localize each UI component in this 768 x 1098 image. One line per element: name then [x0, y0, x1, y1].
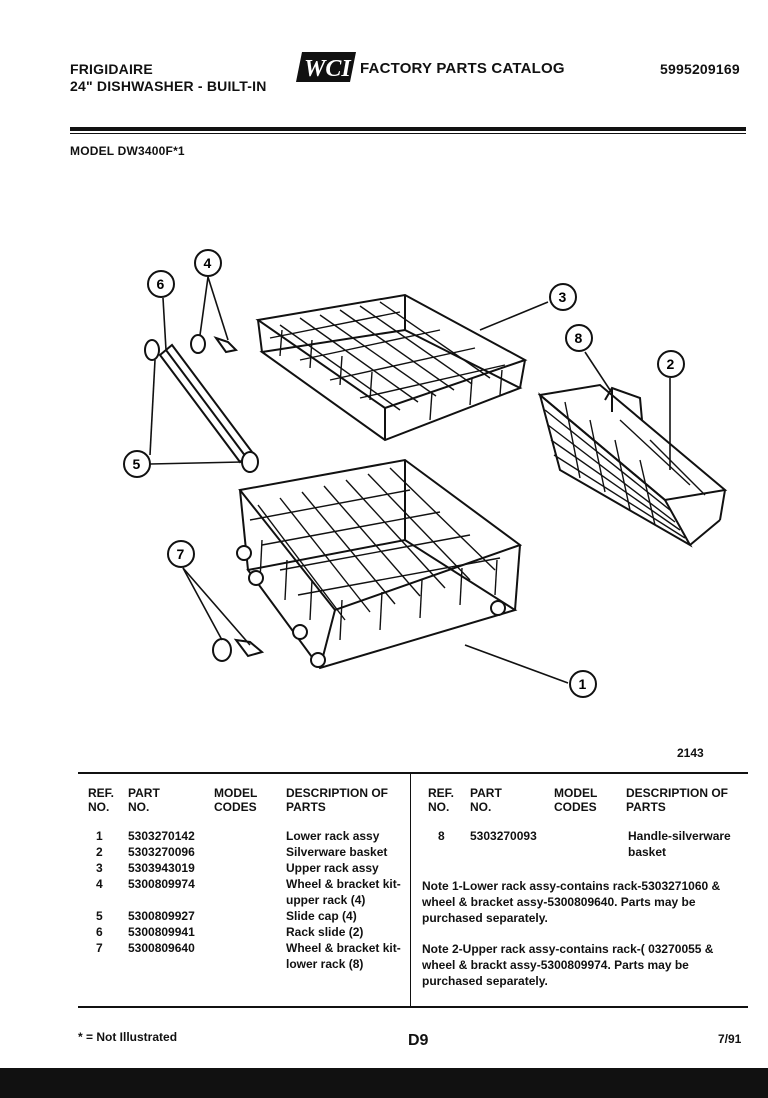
- callout-6: 6: [147, 270, 175, 298]
- col-head-model-left: MODEL CODES: [214, 786, 258, 814]
- model-label: MODEL DW3400F*1: [70, 144, 185, 158]
- catalog-title: FACTORY PARTS CATALOG: [360, 60, 565, 77]
- table-row: 8 5303270093 Handle-silverware basket: [438, 829, 731, 859]
- not-illustrated-legend: * = Not Illustrated: [78, 1030, 178, 1044]
- callout-2: 2: [657, 350, 685, 378]
- svg-text:2: 2: [667, 356, 675, 372]
- logo-text: WCI: [304, 56, 352, 82]
- header-rule: [70, 127, 746, 131]
- table-row: 7 5300809640 Wheel & bracket kit- lower …: [96, 941, 401, 971]
- table-bottom-rule: [78, 1006, 748, 1008]
- catalog-number: 5995209169: [660, 61, 740, 77]
- callout-3: 3: [549, 283, 577, 311]
- callout-5: 5: [123, 450, 151, 478]
- svg-text:3: 3: [559, 289, 567, 305]
- brand-name: FRIGIDAIRE: [70, 61, 153, 77]
- col-head-ref-right: REF. NO.: [428, 786, 455, 814]
- silverware-basket-grid: [544, 401, 706, 539]
- col-head-ref-left: REF. NO.: [88, 786, 115, 814]
- leader-lines: [149, 276, 671, 684]
- callout-1: 1: [569, 670, 597, 698]
- callout-7: 7: [167, 540, 195, 568]
- svg-text:5: 5: [133, 456, 141, 472]
- revision-date: 7/91: [718, 1032, 742, 1046]
- header-rule-thin: [70, 133, 746, 134]
- upper-rack-tines: [269, 301, 506, 421]
- table-row: 2 5303270096 Silverware basket: [96, 845, 388, 859]
- table-row: 5 5300809927 Slide cap (4): [96, 909, 357, 923]
- lower-rack-wheels: [236, 545, 506, 668]
- table-divider: [410, 774, 411, 1006]
- figure-number: 2143: [677, 746, 704, 760]
- rack-slide: [158, 343, 254, 464]
- lower-wheel-bracket: [212, 638, 265, 662]
- note-2: Note 2-Upper rack assy-contains rack-( 0…: [422, 942, 714, 988]
- svg-text:7: 7: [177, 546, 185, 562]
- table-row: 6 5300809941 Rack slide (2): [96, 925, 364, 939]
- col-head-part-left: PART NO.: [128, 786, 160, 814]
- wci-logo: WCI: [296, 50, 358, 84]
- note-1: Note 1-Lower rack assy-contains rack-530…: [422, 879, 721, 925]
- col-head-part-right: PART NO.: [470, 786, 502, 814]
- upper-rack: [255, 293, 528, 442]
- table-top-rule: [78, 772, 748, 774]
- table-row: 1 5303270142 Lower rack assy: [96, 829, 380, 843]
- basket-handle: [604, 386, 643, 421]
- lower-rack-tines: [249, 467, 501, 641]
- col-head-desc-left: DESCRIPTION OF PARTS: [286, 786, 389, 814]
- silverware-basket: [537, 383, 728, 548]
- svg-text:1: 1: [579, 676, 587, 692]
- svg-text:8: 8: [575, 330, 583, 346]
- svg-text:4: 4: [204, 255, 212, 271]
- scan-bottom-border: [0, 1068, 768, 1098]
- col-head-model-right: MODEL CODES: [554, 786, 598, 814]
- exploded-parts-diagram: 1 2 3 4 5 6 7 8: [123, 249, 728, 698]
- table-row: 3 5303943019 Upper rack assy: [96, 861, 379, 875]
- slide-caps: [144, 339, 259, 473]
- product-name: 24" DISHWASHER - BUILT-IN: [70, 78, 267, 94]
- page-code: D9: [408, 1032, 429, 1049]
- col-head-desc-right: DESCRIPTION OF PARTS: [626, 786, 729, 814]
- upper-wheel-bracket: [190, 334, 239, 354]
- table-row: 4 5300809974 Wheel & bracket kit- upper …: [96, 877, 401, 907]
- callout-4: 4: [194, 249, 222, 277]
- svg-text:6: 6: [157, 276, 165, 292]
- callout-8: 8: [565, 324, 593, 352]
- lower-rack: [238, 458, 523, 670]
